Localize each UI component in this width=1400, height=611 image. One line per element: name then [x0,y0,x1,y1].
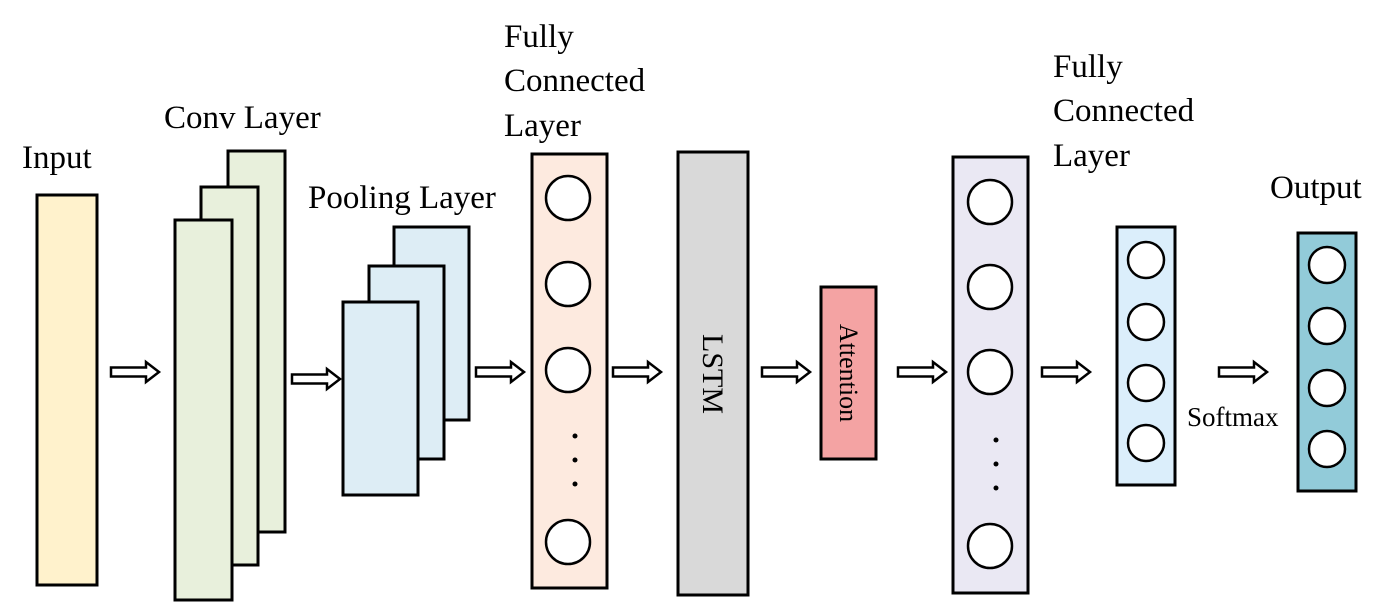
fc2-ellipsis-dot [993,461,999,467]
input-label: Input [22,140,92,176]
fc1-node-1 [544,174,592,222]
flow-arrow-2 [290,366,343,392]
lstm-label: LSTM [696,334,729,414]
output-label: Output [1270,170,1362,206]
fc1-node-3 [544,346,592,394]
pooling-map-front [341,300,420,497]
flow-arrow-3 [474,359,527,385]
attention-label: Attention [834,324,863,422]
fc1-label-line-3: Layer [504,108,581,144]
flow-arrow-7 [1040,359,1093,385]
softmax-label: Softmax [1187,402,1279,432]
fc3-node-1 [1126,240,1166,280]
fc3-node-3 [1126,363,1166,403]
fc3-node-4 [1126,423,1166,463]
fc2-block [951,155,1030,595]
fc1-node-4 [544,518,592,566]
output-node-2 [1307,306,1347,346]
flow-arrow-1 [109,359,162,385]
flow-arrow-8 [1217,359,1270,385]
fc1-ellipsis-dot [572,481,578,487]
fc1-label-line-1: Fully [504,19,574,55]
fc2-node-1 [966,178,1014,226]
fc1-ellipsis-dot [572,433,578,439]
fc2-ellipsis-dot [993,437,999,443]
output-node-3 [1307,368,1347,408]
output-node-1 [1307,245,1347,285]
fc2-label-line-1: Fully [1053,49,1123,85]
flow-arrow-6 [896,359,949,385]
fc2-node-3 [966,348,1014,396]
pooling-layer-label: Pooling Layer [308,180,496,216]
fc1-label-line-2: Connected [504,63,646,99]
fc1-ellipsis-dot [572,457,578,463]
output-node-4 [1307,429,1347,469]
attention-block [819,285,878,461]
conv-layer-label: Conv Layer [164,100,321,136]
fc3-node-2 [1126,302,1166,342]
input-block [35,193,99,587]
fc2-node-4 [966,522,1014,570]
flow-arrow-4 [611,359,664,385]
fc2-label-line-3: Layer [1053,138,1130,174]
fc2-ellipsis-dot [993,485,999,491]
fc2-label-line-2: Connected [1053,93,1195,129]
fc1-node-2 [544,260,592,308]
flow-arrows [109,359,1270,392]
conv-map-front [173,218,234,602]
fc2-node-2 [966,263,1014,311]
lstm-block [676,150,750,597]
flow-arrow-5 [760,359,813,385]
